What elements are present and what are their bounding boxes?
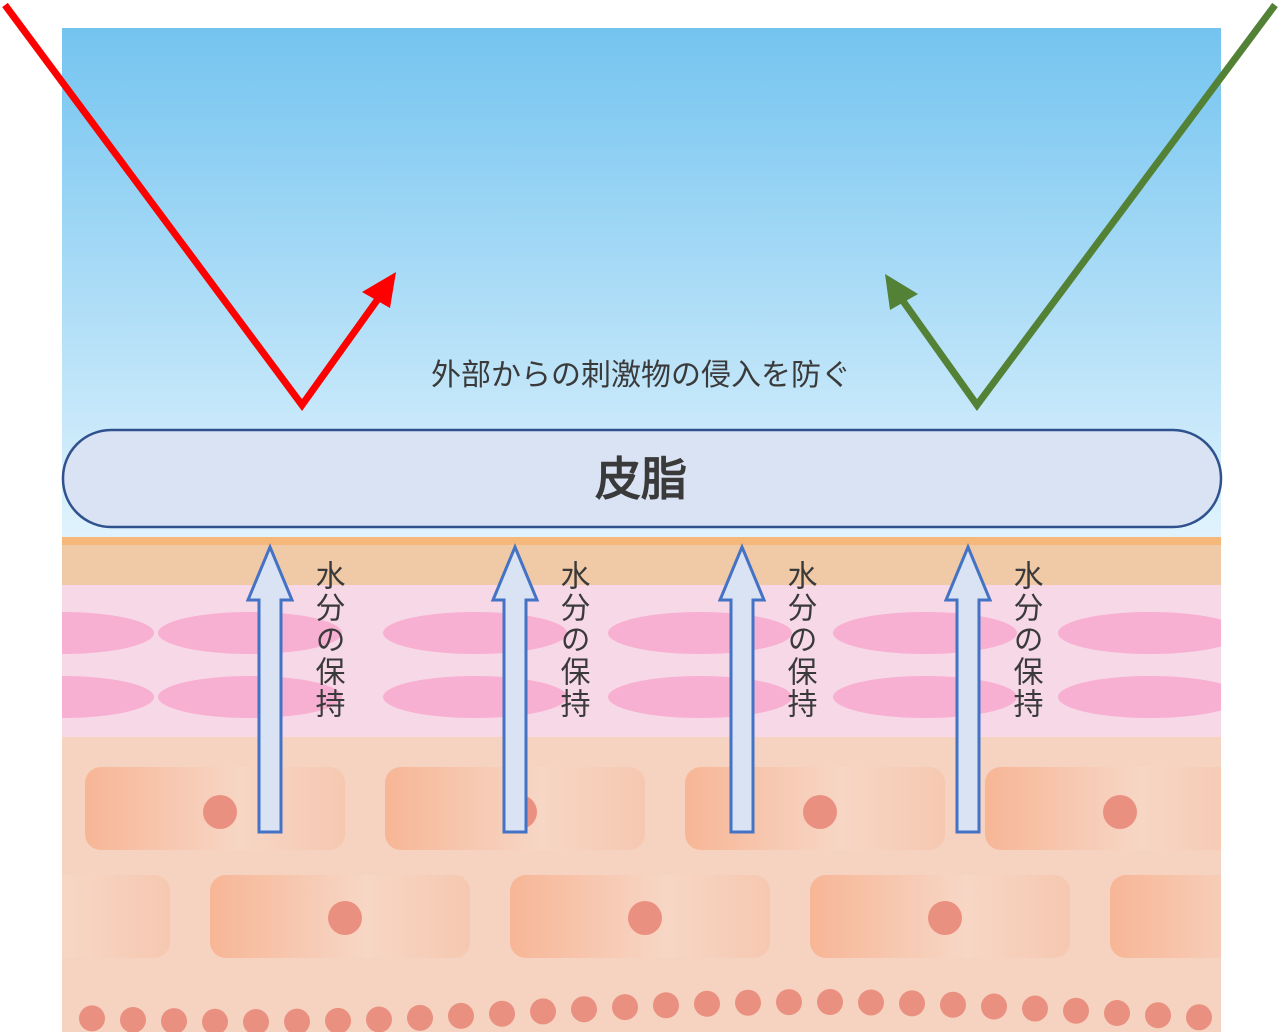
surface-line [62, 537, 1221, 546]
basal-dot [325, 1007, 351, 1032]
red-reflected-arrow [2, 2, 391, 411]
moisture-label: 水分の保持 [310, 560, 346, 720]
basal-dot [858, 989, 884, 1016]
lipid-ellipse [1058, 612, 1221, 654]
basal-cell-dots [79, 989, 1212, 1032]
cell-nucleus [328, 901, 362, 935]
basal-dot [1022, 995, 1048, 1022]
basal-dot [79, 1005, 105, 1032]
green-arrowhead-icon [885, 274, 918, 310]
basal-dot [612, 994, 638, 1021]
lipid-ellipse [833, 612, 1017, 654]
lipid-ellipse [383, 612, 567, 654]
basal-dot [284, 1008, 310, 1032]
sebum-capsule [61, 428, 1223, 529]
moisture-up-arrow [490, 543, 540, 834]
moisture-label: 水分の保持 [782, 560, 818, 720]
cell-nucleus [803, 795, 837, 829]
moisture-label: 水分の保持 [1008, 560, 1044, 720]
basal-dot [120, 1006, 146, 1032]
basal-dot [981, 993, 1007, 1020]
cell [985, 767, 1221, 850]
basal-dot [571, 996, 597, 1023]
basal-dot [899, 990, 925, 1017]
barrier-caption: 外部からの刺激物の侵入を防ぐ [431, 358, 851, 393]
sebum-label: 皮脂 [595, 452, 687, 506]
basal-dot [489, 1000, 515, 1027]
cell [62, 875, 170, 958]
cell-nucleus [1103, 795, 1137, 829]
basal-dot [1186, 1004, 1212, 1031]
lipid-ellipse [608, 612, 792, 654]
stratum-layer [62, 545, 1221, 586]
basal-dot [530, 998, 556, 1025]
basal-dot [694, 990, 720, 1017]
lipid-ellipse [158, 676, 342, 718]
lipid-ellipse [833, 676, 1017, 718]
basal-dot [940, 991, 966, 1018]
basal-dot [776, 989, 802, 1016]
cell-nucleus [203, 795, 237, 829]
basal-dot [161, 1008, 187, 1032]
red-arrowhead-icon [362, 272, 396, 308]
basal-dot [817, 989, 843, 1016]
basal-dot [366, 1006, 392, 1032]
moisture-up-arrow [717, 543, 767, 834]
green-reflected-arrow [890, 2, 1278, 411]
lipid-ellipse [1058, 676, 1221, 718]
basal-dot [407, 1004, 433, 1031]
moisture-up-arrow [245, 543, 295, 834]
lipid-ellipse [158, 612, 342, 654]
basal-dot [448, 1002, 474, 1029]
basal-dot [1145, 1002, 1171, 1029]
cell-nucleus [928, 901, 962, 935]
basal-dot [735, 989, 761, 1016]
basal-dot [1063, 997, 1089, 1024]
basal-dot [653, 992, 679, 1019]
moisture-label: 水分の保持 [555, 560, 591, 720]
basal-dot [243, 1008, 269, 1032]
cell [1110, 875, 1221, 958]
moisture-up-arrow [943, 543, 993, 834]
basal-dot [202, 1008, 228, 1032]
lipid-ellipse [608, 676, 792, 718]
lipid-ellipse [62, 612, 154, 654]
lipid-ellipse [383, 676, 567, 718]
lipid-ellipse [62, 676, 154, 718]
cell-nucleus [628, 901, 662, 935]
basal-dot [1104, 1000, 1130, 1027]
